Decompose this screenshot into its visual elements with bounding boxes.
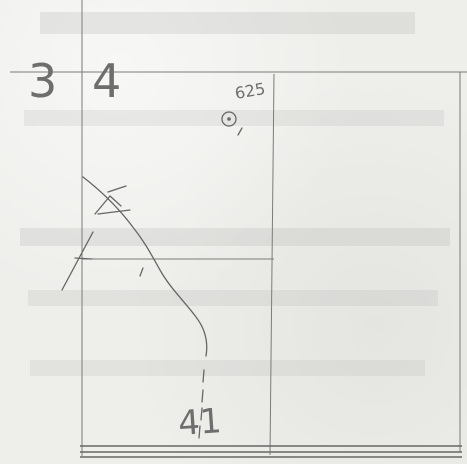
middle-vertical-line (269, 73, 275, 456)
left-crossing-mark (61, 231, 94, 291)
winding-creek-line (82, 176, 208, 357)
elevation-label: 625 (233, 79, 266, 103)
circle-dot-icon (221, 111, 237, 127)
elevation-tick (237, 127, 243, 136)
dashed-creek-extension (198, 369, 205, 439)
section-left-label: 3 (28, 54, 57, 108)
section-right-label: 4 (92, 54, 121, 108)
small-tick-mark (139, 267, 144, 277)
bottom-label: 41 (177, 401, 223, 444)
creek-crossing-marks (94, 185, 131, 215)
